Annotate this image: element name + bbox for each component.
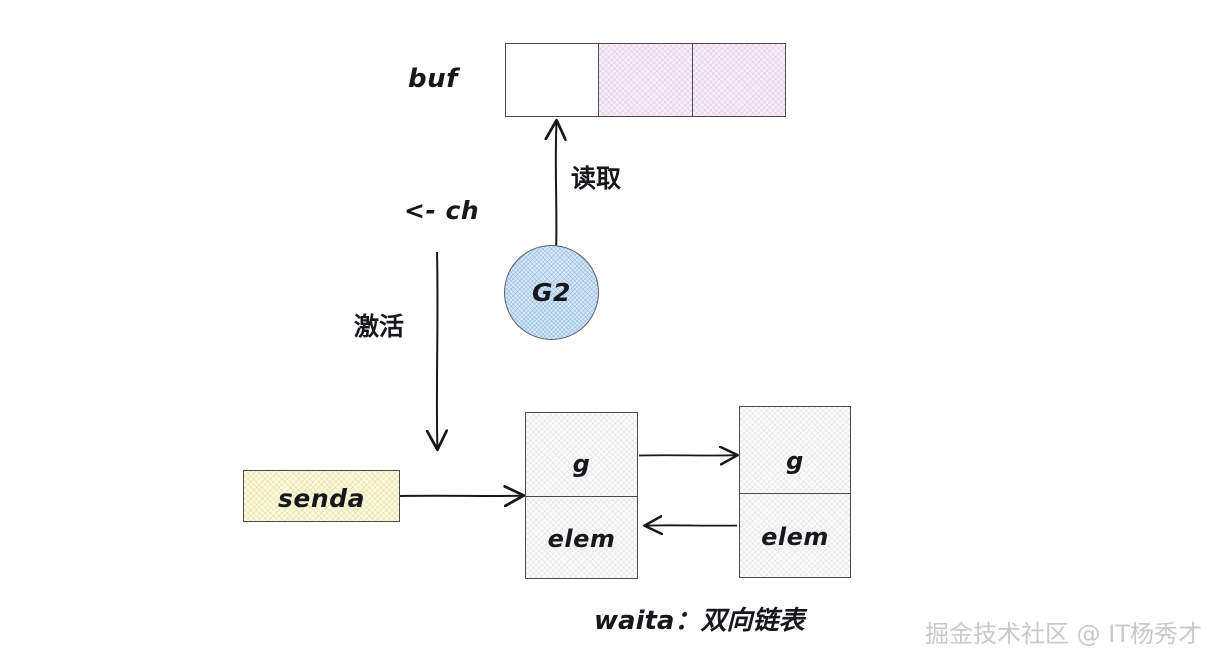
diagram-caption: waita：双向链表: [594, 606, 805, 636]
activate-edge-label: 激活: [354, 312, 405, 341]
arrow-chan-recv-activate: [437, 251, 438, 448]
read-edge-label: 读取: [571, 164, 622, 193]
buf-label: buf: [408, 64, 458, 94]
chan-recv-label: <- ch: [404, 196, 480, 225]
senda-box: senda: [243, 470, 400, 522]
goroutine-g2: G2: [504, 245, 599, 340]
buf-cell-1: [598, 43, 693, 117]
waitq-node-left-elem-label: elem: [547, 525, 616, 553]
waitq-node-right-divider: [739, 493, 851, 494]
waitq-node-right: g elem: [739, 406, 851, 578]
buf-cell-2: [692, 43, 786, 117]
goroutine-g2-label: G2: [532, 278, 571, 307]
waitq-node-right-g-label: g: [786, 447, 804, 475]
waitq-node-left-g-label: g: [572, 450, 591, 478]
senda-label: senda: [278, 484, 365, 513]
buf-cell-0: [505, 43, 599, 117]
waitq-node-left-divider: [525, 496, 638, 497]
waitq-node-right-elem-label: elem: [761, 523, 829, 551]
arrow-g2-to-buf: [556, 122, 557, 253]
watermark: 掘金技术社区 @ IT杨秀才: [925, 620, 1202, 648]
